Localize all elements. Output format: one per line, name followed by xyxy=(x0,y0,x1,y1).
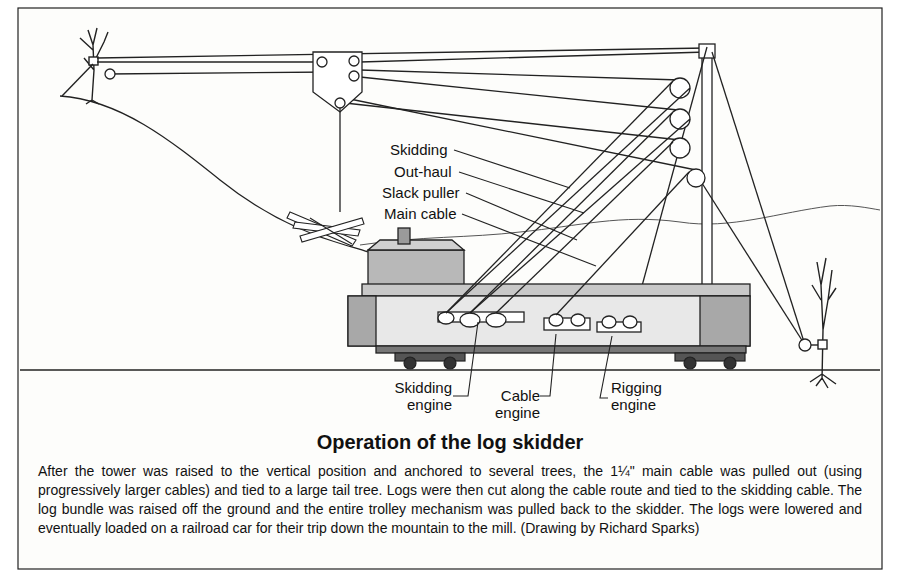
skidder-car xyxy=(438,312,454,324)
diagram-title: Operation of the log skidder xyxy=(20,431,880,453)
cables xyxy=(97,48,707,58)
tower xyxy=(670,78,690,98)
leader-lines xyxy=(453,150,612,398)
background-hills xyxy=(360,205,880,245)
anchor-tree xyxy=(810,258,836,388)
tower xyxy=(670,109,690,129)
skidder-car xyxy=(460,313,480,327)
cables xyxy=(345,98,696,170)
skidder-car xyxy=(348,296,750,346)
skidder-car xyxy=(700,296,750,346)
engine-label: Skidding engine xyxy=(378,380,452,413)
trolley xyxy=(317,57,327,67)
skidder-car xyxy=(549,314,563,326)
cable-label: Out-haul xyxy=(394,164,452,181)
leader-lines xyxy=(459,172,584,213)
skidder-car xyxy=(362,284,750,296)
log-bundle xyxy=(310,218,352,244)
cable-label: Main cable xyxy=(384,206,457,223)
cable-label: Slack puller xyxy=(382,185,460,202)
drum-cables xyxy=(446,82,690,315)
tower xyxy=(700,180,805,345)
skidder-car xyxy=(571,314,585,326)
trucks xyxy=(684,357,696,369)
tail-tree xyxy=(62,28,108,104)
tower xyxy=(799,339,811,351)
trucks xyxy=(724,357,736,369)
leader-lines xyxy=(454,150,570,188)
trolley xyxy=(349,71,359,81)
leader-lines xyxy=(466,193,577,240)
background-hills xyxy=(360,205,880,245)
cable-label: Skidding xyxy=(390,142,448,159)
skidder-car xyxy=(623,316,637,328)
leader-lines xyxy=(453,322,478,396)
cables xyxy=(360,77,678,110)
log-bundle xyxy=(287,212,364,246)
mountain-slope xyxy=(60,96,368,252)
trolley xyxy=(339,108,340,212)
tail-tree xyxy=(62,64,93,96)
skidder-car xyxy=(602,316,616,328)
anchor-tree xyxy=(818,340,827,349)
cables xyxy=(360,70,680,80)
caption-text: After the tower was raised to the vertic… xyxy=(38,462,862,538)
drum-cables xyxy=(496,142,673,313)
skidder-car xyxy=(376,346,746,353)
drum-cables xyxy=(446,88,690,313)
cables xyxy=(97,48,707,170)
rail xyxy=(20,369,880,370)
trolley xyxy=(313,52,362,212)
drum-cables xyxy=(470,113,672,313)
leader-lines xyxy=(600,336,612,398)
skidder-car xyxy=(368,250,464,286)
cables xyxy=(97,61,318,62)
leader-lines xyxy=(462,214,596,266)
log-bundle xyxy=(300,218,364,242)
trolley xyxy=(335,98,345,108)
cables xyxy=(105,69,115,79)
cables xyxy=(360,52,707,62)
mountain-slope xyxy=(60,96,368,252)
tail-tree xyxy=(80,28,108,104)
tail-tree xyxy=(89,57,98,65)
skidder-car xyxy=(486,313,506,327)
frame xyxy=(18,8,882,569)
anchor-tree xyxy=(810,258,836,388)
engine-label: Rigging engine xyxy=(611,380,675,413)
drum-cables xyxy=(470,119,690,313)
skidder-car xyxy=(368,240,464,250)
trolley xyxy=(313,52,362,112)
cables xyxy=(108,72,334,74)
trucks xyxy=(444,357,456,369)
skidder-car xyxy=(348,296,376,346)
drum-cables xyxy=(446,82,672,313)
trucks xyxy=(395,353,745,369)
tower xyxy=(687,169,705,187)
anchor-tree xyxy=(811,344,818,345)
skidder-car xyxy=(348,228,750,353)
trucks xyxy=(404,357,416,369)
skidder-car xyxy=(398,228,410,244)
engine-label: Cable engine xyxy=(490,388,540,421)
tower xyxy=(702,52,712,287)
tower xyxy=(670,138,690,158)
leader-lines xyxy=(540,334,556,396)
trolley xyxy=(349,56,359,66)
